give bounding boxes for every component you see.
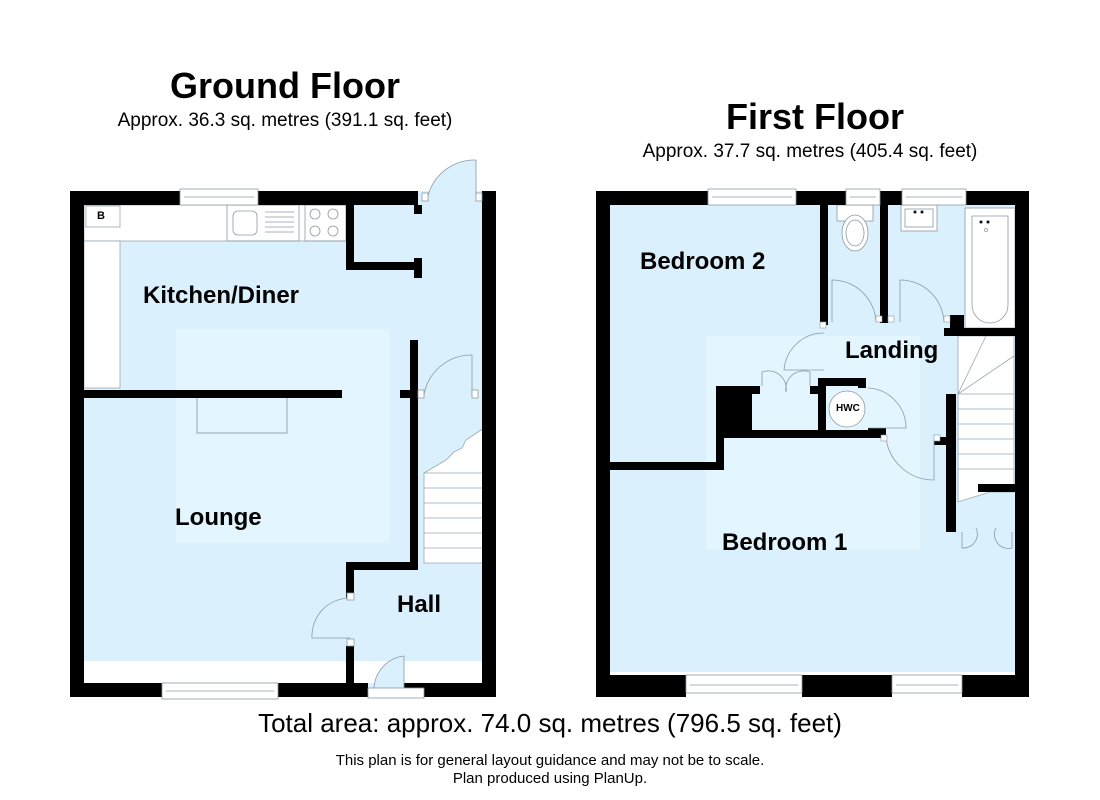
cupboard-door-icon: [761, 370, 811, 393]
room-label-hall: Hall: [397, 591, 442, 618]
disclaimer-line2: Plan produced using PlanUp.: [452, 770, 648, 787]
kitchen-hall-door-icon: [417, 354, 479, 399]
ground-floor-plan: [70, 159, 496, 700]
ground-floor-area: Approx. 36.3 sq. metres (391.1 sq. feet): [117, 110, 453, 131]
first-floor-area: Approx. 37.7 sq. metres (405.4 sq. feet): [642, 141, 978, 162]
first-windows: [685, 188, 967, 694]
ground-windows: [161, 188, 279, 700]
room-label-bedroom1: Bedroom 1: [722, 529, 848, 556]
bedroom1-door-icon: [885, 437, 935, 481]
hwc-door-icon: [867, 387, 907, 429]
bath-icon: [964, 207, 1016, 329]
bathroom-door-icon: [899, 279, 945, 323]
hwc-icon: [828, 390, 866, 428]
first-floor-plan: [596, 188, 1029, 697]
room-label-landing: Landing: [845, 337, 939, 364]
front-door-icon: [367, 655, 425, 699]
total-area: Total area: approx. 74.0 sq. metres (796…: [258, 708, 842, 738]
sink-icon: [226, 204, 300, 242]
boiler-label: B: [97, 210, 105, 222]
room-label-bedroom2: Bedroom 2: [640, 248, 766, 275]
basin-icon: [900, 204, 938, 232]
first-floor-title: First Floor: [726, 96, 904, 137]
ground-floor-title: Ground Floor: [170, 65, 400, 106]
ground-stairs-icon: [423, 427, 485, 564]
lounge-door-icon: [311, 592, 355, 647]
boiler-icon: [85, 205, 121, 228]
back-door-icon: [418, 159, 483, 205]
bedroom2-door-icon: [783, 332, 825, 371]
room-label-lounge: Lounge: [175, 504, 262, 531]
first-stairs-icon: [957, 335, 1015, 503]
room-label-kitchen: Kitchen/Diner: [143, 282, 300, 309]
hwc-label: HWC: [836, 403, 860, 414]
toilet-icon: [836, 204, 874, 252]
wardrobe-door-icon: [961, 527, 1013, 549]
wc-door-icon: [831, 279, 877, 323]
disclaimer-line1: This plan is for general layout guidance…: [335, 752, 765, 769]
